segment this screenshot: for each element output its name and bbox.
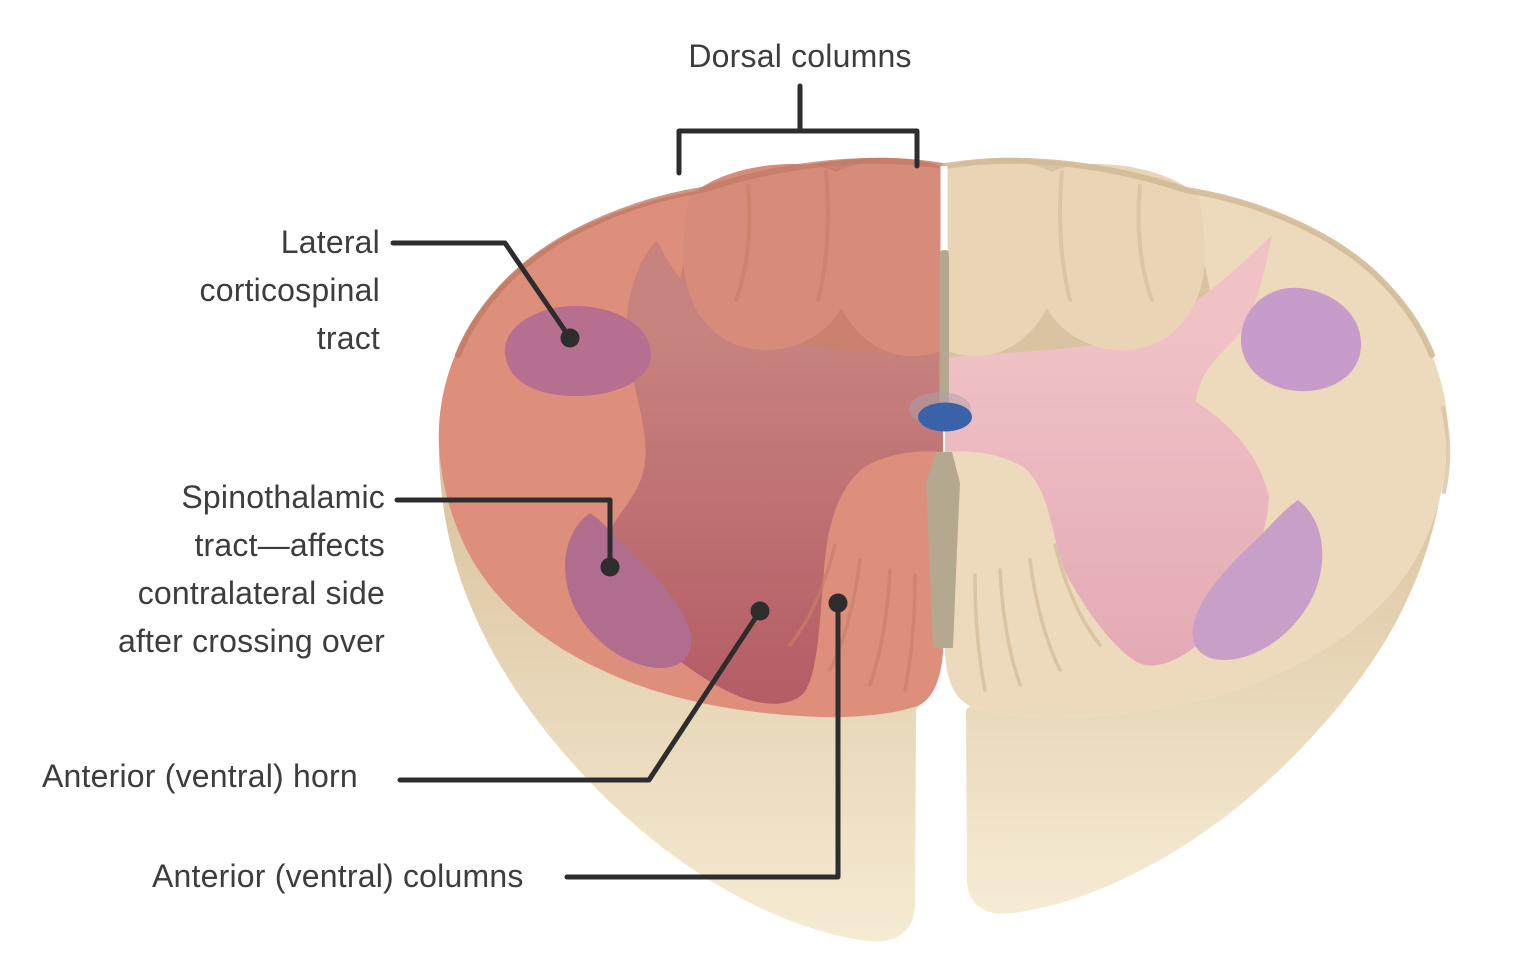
right-ventral-wrinkles — [973, 543, 1102, 692]
anterior-horn-leader — [397, 608, 763, 783]
right-lobe-creases — [1058, 170, 1451, 494]
leader-dots — [560, 328, 848, 621]
label-line: Spinothalamic — [181, 479, 385, 515]
label-line: tract — [316, 320, 380, 356]
right-dorsal-lobe-outer — [1025, 164, 1206, 351]
left-dorsal-lobe-outer — [682, 164, 863, 351]
left-spinothalamic-region — [565, 513, 692, 669]
label-spinothalamic: Spinothalamic tract—affects contralatera… — [118, 473, 385, 665]
label-anterior-horn: Anterior (ventral) horn — [42, 758, 358, 794]
lateral-corticospinal-dot — [560, 328, 580, 348]
label-line: contralateral side — [137, 575, 385, 611]
posterior-median-sulcus — [939, 250, 949, 418]
spinothalamic-dot — [600, 557, 620, 577]
leader-lines — [390, 83, 920, 880]
anterior-columns-dot — [828, 593, 848, 613]
label-line: corticospinal — [199, 272, 380, 308]
left-top-rim — [455, 157, 946, 358]
left-dorsal-lobe-inner — [824, 158, 943, 356]
anterior-median-fissure — [926, 452, 960, 648]
label-line: Lateral — [280, 224, 380, 260]
posterior-median-sulcus-gap — [940, 166, 948, 252]
right-lateral-corticospinal-region — [1240, 287, 1362, 392]
left-cord-side-surface — [438, 426, 918, 942]
left-lateral-corticospinal-region — [504, 305, 652, 397]
label-line: after crossing over — [117, 623, 385, 659]
spinothalamic-leader — [394, 497, 613, 570]
right-cord-side-surface — [966, 426, 1449, 914]
right-top-rim — [942, 157, 1435, 358]
right-spinothalamic-region — [1192, 500, 1323, 660]
anterior-horn-dot — [750, 601, 770, 621]
anterior-columns-leader — [564, 600, 841, 880]
left-lobe-creases — [734, 170, 830, 302]
lateral-corticospinal-leader — [390, 240, 573, 341]
left-gray-matter — [605, 240, 943, 704]
central-canal — [918, 402, 972, 432]
label-dorsal-columns: Dorsal columns — [688, 38, 912, 74]
dorsal-columns-bracket — [676, 83, 920, 176]
label-line: tract—affects — [194, 527, 385, 563]
label-lateral-corticospinal: Lateral corticospinal tract — [200, 218, 380, 362]
label-anterior-columns: Anterior (ventral) columns — [152, 858, 524, 894]
right-gray-matter — [945, 235, 1272, 666]
left-ventral-wrinkles — [788, 543, 917, 692]
